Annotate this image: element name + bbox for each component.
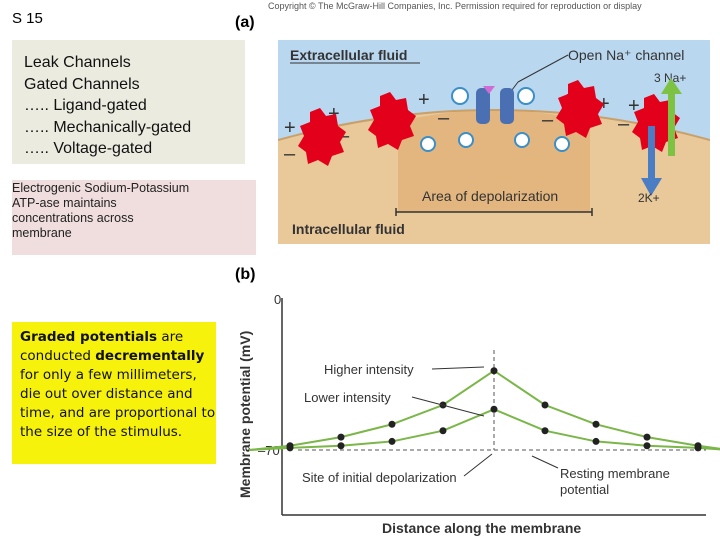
higher-leader xyxy=(431,366,485,370)
graded-term: Graded potentials xyxy=(20,329,158,345)
site-label: Site of initial depolarization xyxy=(302,470,457,485)
resting-label-2: potential xyxy=(560,482,609,497)
graded-text-a: are conducted xyxy=(20,329,184,364)
channel-line: ….. Ligand-gated xyxy=(24,97,147,114)
data-point xyxy=(541,427,549,435)
lower-leader xyxy=(411,396,485,417)
data-point xyxy=(388,420,396,428)
channel-line: ….. Mechanically-gated xyxy=(24,119,192,136)
open-channel-label: Open Na⁺ channel xyxy=(568,47,684,63)
graded-term-decrementally: decrementally xyxy=(95,348,205,364)
intracellular-label: Intracellular fluid xyxy=(292,221,405,237)
depolarization-area xyxy=(398,110,590,212)
data-point xyxy=(592,437,600,445)
panel-a-label: (a) xyxy=(235,14,255,31)
data-point xyxy=(337,433,345,441)
curves-group xyxy=(249,367,720,452)
copyright-notice: Copyright © The McGraw-Hill Companies, I… xyxy=(268,1,642,11)
site-leader xyxy=(463,453,493,477)
pump-note-text: Electrogenic Sodium-Potassium ATP-ase ma… xyxy=(12,181,190,240)
resting-leader xyxy=(531,455,559,469)
y-axis-label: Membrane potential (mV) xyxy=(237,331,253,498)
membrane-diagram: Extracellular fluid Open Na⁺ channel +– … xyxy=(278,40,710,244)
channel-line: Gated Channels xyxy=(24,76,140,93)
svg-text:+: + xyxy=(328,103,340,125)
channel-line: ….. Voltage-gated xyxy=(24,140,153,157)
na-arrow-icon xyxy=(661,78,682,156)
channel-types-box: Leak Channels Gated Channels ….. Ligand-… xyxy=(12,40,245,164)
na-channel-icon xyxy=(476,86,514,124)
data-point xyxy=(694,444,702,452)
lower-intensity-label: Lower intensity xyxy=(304,390,391,405)
graded-potential-graph: Membrane potential (mV) 0 –70 Higher int… xyxy=(237,292,720,536)
channel-line: Leak Channels xyxy=(24,54,131,71)
graded-note-text: Graded potentials are conducted decremen… xyxy=(20,328,216,442)
data-point xyxy=(643,442,651,450)
svg-text:+: + xyxy=(418,89,430,111)
svg-text:+: + xyxy=(284,117,296,139)
data-point xyxy=(643,433,651,441)
na-ion-icons xyxy=(420,87,570,152)
pump-note-box xyxy=(12,180,256,255)
channel-leader-line xyxy=(517,54,569,83)
resting-label: Resting membrane xyxy=(560,466,670,481)
graded-text-b: for only a few millimeters, die out over… xyxy=(20,367,216,440)
na-label: 3 Na+ xyxy=(654,71,686,85)
y-tick-label: 0 xyxy=(274,292,281,307)
data-point xyxy=(388,437,396,445)
panel-b-label: (b) xyxy=(235,266,256,283)
data-point xyxy=(490,367,498,375)
svg-text:–: – xyxy=(542,109,554,131)
svg-text:–: – xyxy=(438,107,450,129)
svg-text:–: – xyxy=(284,143,296,165)
extracellular-label: Extracellular fluid xyxy=(290,47,407,63)
data-point xyxy=(337,442,345,450)
slide-label: S 15 xyxy=(12,10,43,27)
data-point xyxy=(592,420,600,428)
higher-intensity-label: Higher intensity xyxy=(324,362,414,377)
depolarization-label: Area of depolarization xyxy=(422,188,558,204)
x-axis-label: Distance along the membrane xyxy=(382,520,581,536)
data-point xyxy=(541,401,549,409)
y-tick-label: –70 xyxy=(258,443,280,458)
data-point xyxy=(490,405,498,413)
k-arrow-icon xyxy=(641,126,662,196)
svg-text:+: + xyxy=(628,95,640,117)
data-point xyxy=(286,444,294,452)
data-point xyxy=(439,427,447,435)
graded-note-box xyxy=(12,322,216,464)
svg-text:–: – xyxy=(618,113,630,135)
k-label: 2K+ xyxy=(638,191,660,205)
